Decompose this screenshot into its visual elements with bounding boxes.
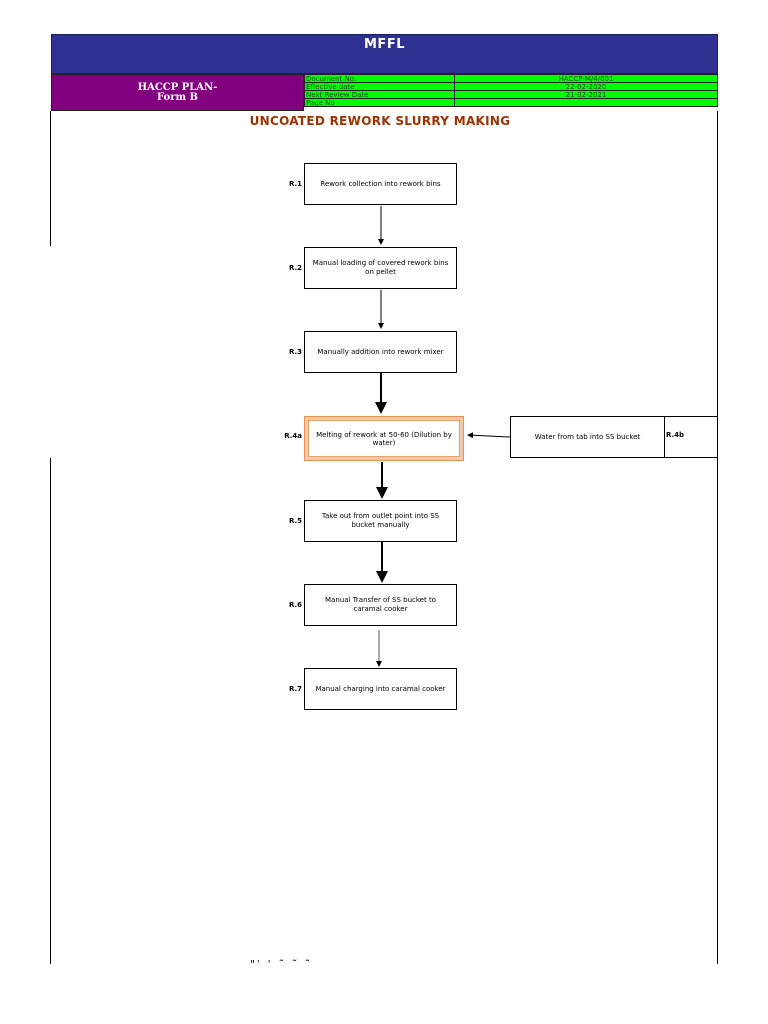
step-label-r1: R.1	[288, 180, 302, 188]
arrow-r4b-r4a	[467, 432, 511, 439]
step-r4b-divider	[664, 416, 665, 458]
step-text: Melting of rework at 50-60 (Dilution by …	[316, 430, 452, 447]
step-r7-box: Manual charging into caramal cooker	[304, 668, 457, 710]
step-r3-box: Manually addition into rework mixer	[304, 331, 457, 373]
step-r5-box: Take out from outlet point into SS bucke…	[304, 500, 457, 542]
frame-left-line	[50, 111, 51, 246]
step-r6-box: Manual Transfer of SS bucket to caramal …	[304, 584, 457, 626]
step-text: Manual loading of covered rework bins on…	[312, 259, 449, 276]
frame-right-line	[717, 111, 718, 964]
plan-form: Form B	[156, 92, 198, 103]
meta-row: Page No	[304, 98, 718, 107]
flow-title: UNCOATED REWORK SLURRY MAKING	[249, 114, 511, 128]
step-text: Manually addition into rework mixer	[317, 347, 444, 356]
step-text: Manual charging into caramal cooker	[315, 684, 446, 693]
company-title-bar: MFFL	[51, 34, 718, 74]
step-r1-box: Rework collection into rework bins	[304, 163, 457, 205]
step-label-r3: R.3	[288, 348, 302, 356]
step-label-r4b: R.4b	[666, 431, 685, 439]
step-label-r7: R.7	[288, 685, 302, 693]
step-r4b-box	[510, 416, 718, 458]
step-label-r4a: R.4a	[284, 432, 302, 440]
step-label-r6: R.6	[288, 601, 302, 609]
step-label-r2: R.2	[288, 264, 302, 272]
company-name: MFFL	[364, 37, 405, 52]
step-label-r5: R.5	[288, 517, 302, 525]
step-text: Take out from outlet point into SS bucke…	[321, 512, 440, 529]
document-meta-table: Document No. HACCP-M/4/001 Effective dat…	[304, 74, 718, 107]
footer-marks: "ʿ ʿ ˜ ˜ ˜	[250, 958, 313, 971]
meta-value	[454, 98, 718, 107]
plan-title: HACCP PLAN-	[137, 82, 218, 93]
step-r4a-inner: Melting of rework at 50-60 (Dilution by …	[308, 420, 460, 457]
plan-form-cell: HACCP PLAN- Form B	[51, 74, 304, 111]
step-text: Manual Transfer of SS bucket to caramal …	[325, 596, 436, 613]
step-r4a-box: Melting of rework at 50-60 (Dilution by …	[304, 416, 464, 461]
step-text: Rework collection into rework bins	[320, 179, 441, 188]
step-r2-box: Manual loading of covered rework bins on…	[304, 247, 457, 289]
frame-left-line-lower	[50, 458, 51, 964]
step-r4b-text: Water from tab into SS bucket	[534, 433, 641, 441]
